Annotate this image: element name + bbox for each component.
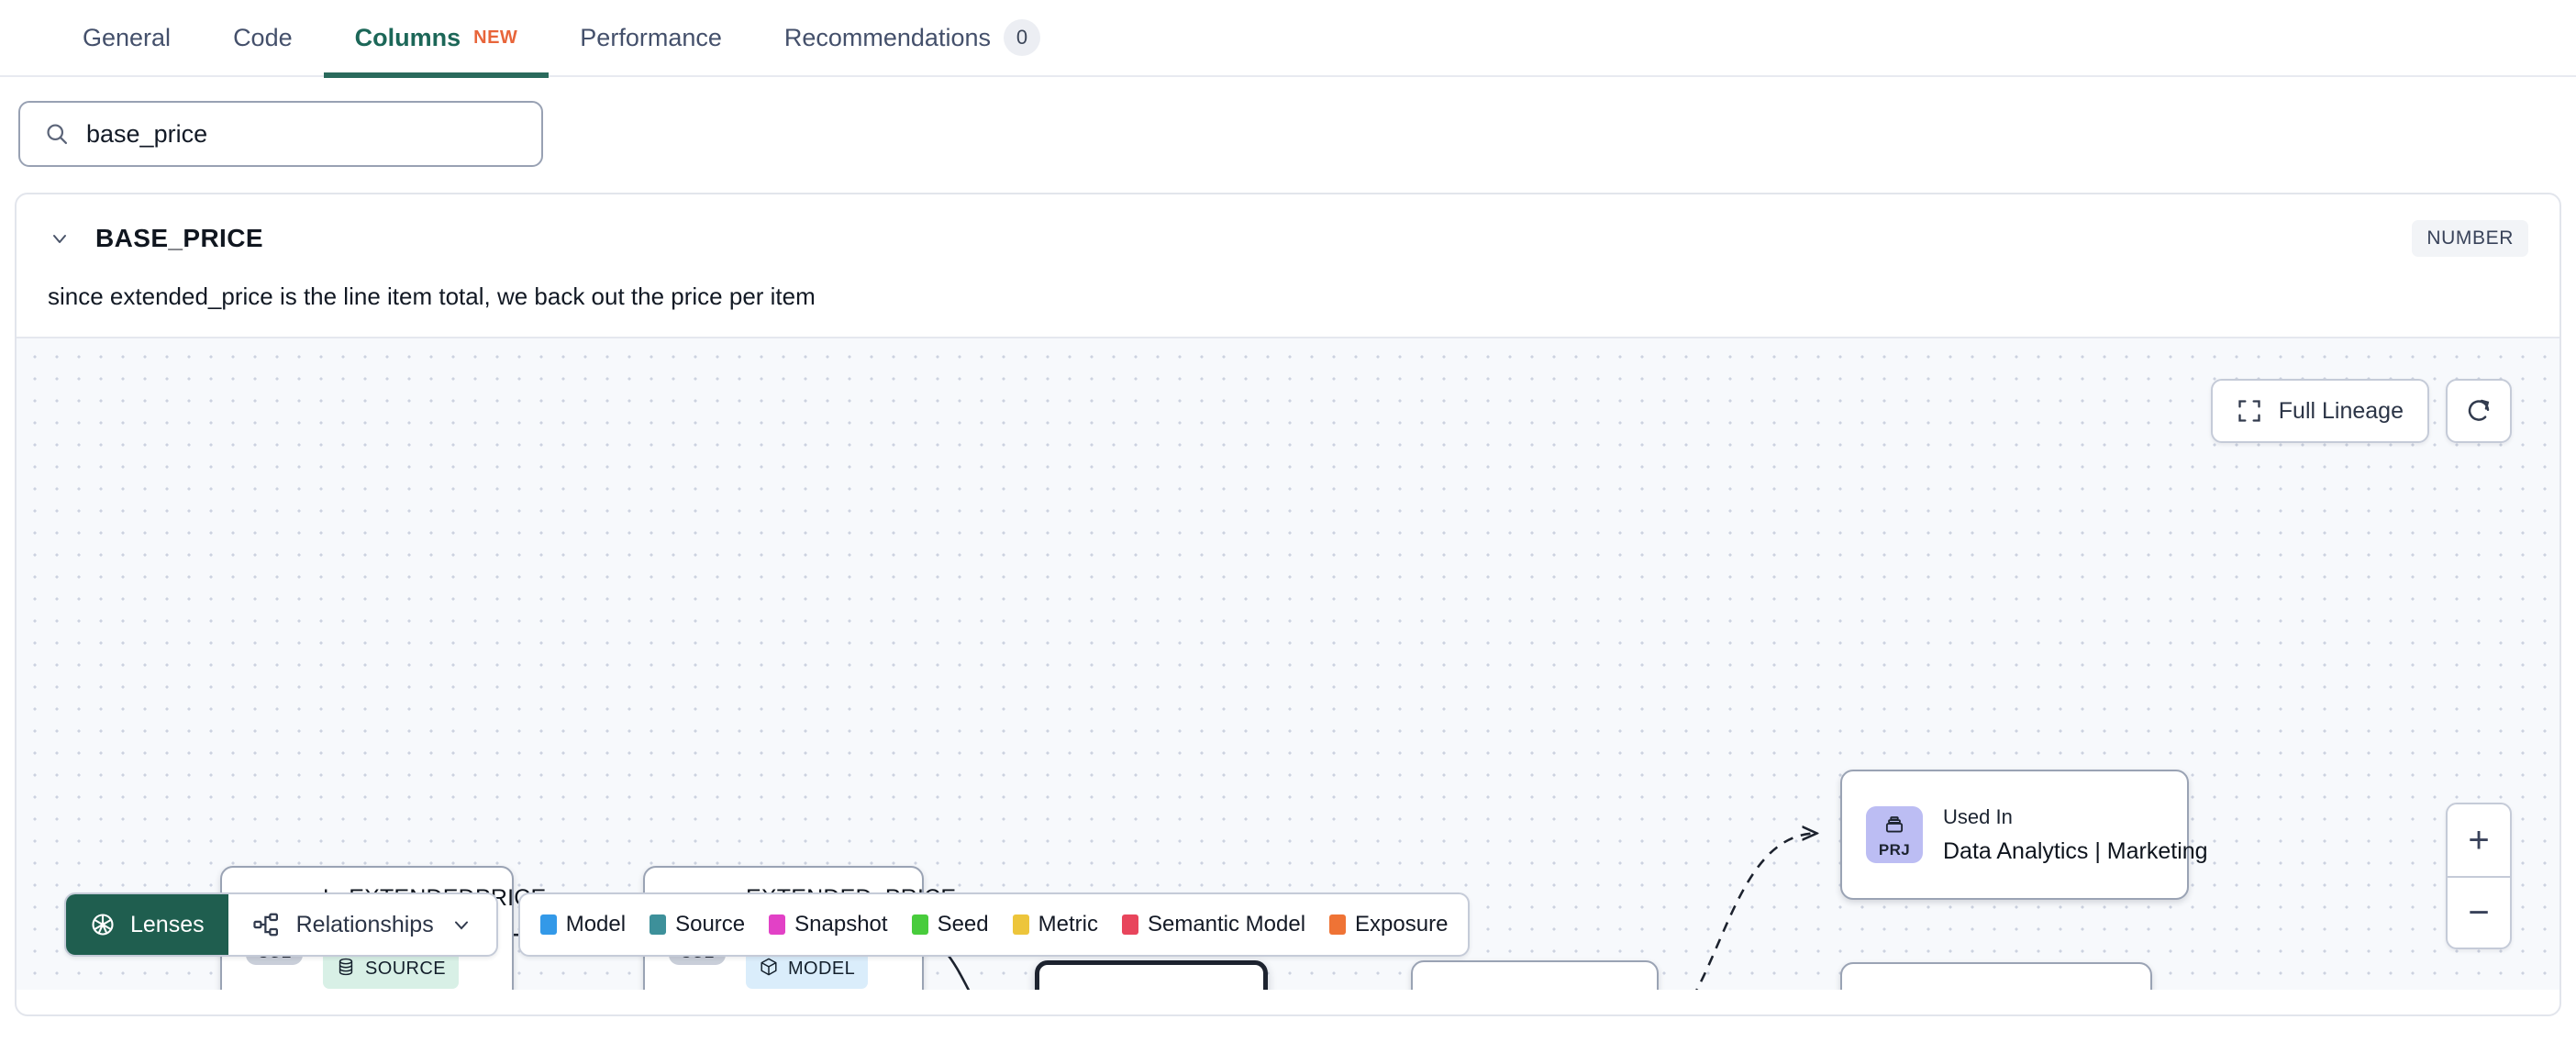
refresh-button[interactable]: [2446, 379, 2512, 443]
chevron-down-icon: [450, 914, 472, 936]
lineage-edge: [1695, 833, 1816, 990]
canvas-top-controls: Full Lineage: [2210, 379, 2512, 443]
legend-item-model[interactable]: Model: [539, 912, 627, 937]
node-resource-label: SOURCE: [365, 959, 446, 979]
lineage-node-prj_marketing[interactable]: PRJ Used In Data Analytics | Marketing: [1840, 770, 2208, 900]
legend-item-metric[interactable]: Metric: [1012, 912, 1098, 937]
tab-label: Recommendations: [783, 23, 991, 51]
archive-icon: [1882, 813, 1907, 841]
prj-type-badge: PRJ: [1866, 806, 1923, 863]
legend-swatch: [911, 914, 928, 935]
zoom-controls: + −: [2446, 803, 2512, 949]
lineage-legend: Model Source Snapshot Seed Metric Semantic Mo…: [517, 892, 1471, 957]
lineage-canvas[interactable]: COLL_EXTENDEDPRICEtpch_now.lineitemSOURC…: [17, 337, 2559, 990]
legend-swatch: [769, 914, 786, 935]
legend-label: Model: [565, 912, 627, 937]
lenses-label: Lenses: [130, 911, 205, 937]
aperture-icon: [90, 912, 116, 937]
search-box[interactable]: [18, 101, 543, 167]
prj-badge-label: PRJ: [1878, 840, 1911, 859]
column-type-badge: NUMBER: [2412, 220, 2528, 257]
tab-bar: General Code Columns NEW Performance Rec…: [0, 0, 2576, 78]
node-title: Data Analytics | Marketing: [1943, 837, 2208, 864]
tab-performance[interactable]: Performance: [549, 0, 753, 76]
zoom-out-button[interactable]: −: [2448, 876, 2510, 948]
relationships-icon: [252, 911, 280, 938]
cube-icon: [759, 957, 779, 982]
tab-label: General: [83, 23, 172, 51]
legend-swatch: [1121, 914, 1138, 935]
tab-general[interactable]: General: [51, 0, 202, 76]
legend-item-source[interactable]: Source: [650, 912, 745, 937]
column-card: BASE_PRICE NUMBER since extended_price i…: [15, 193, 2561, 1016]
tab-label: Code: [233, 23, 293, 51]
relationships-button[interactable]: Relationships: [228, 894, 496, 955]
tab-recommendations[interactable]: Recommendations 0: [753, 0, 1071, 76]
tab-new-tag: NEW: [473, 27, 518, 48]
lenses-button[interactable]: Lenses: [66, 894, 228, 955]
expand-icon: [2237, 398, 2262, 424]
relationships-label: Relationships: [295, 911, 434, 937]
column-header: BASE_PRICE NUMBER: [17, 194, 2559, 283]
lineage-node-base_price_fct[interactable]: COLBASE_PRICEfct_order_itemsMODEL: [1411, 960, 1659, 990]
legend-item-semantic-model[interactable]: Semantic Model: [1121, 912, 1306, 937]
page-title: BASE_PRICE: [95, 224, 263, 252]
legend-label: Source: [675, 912, 746, 937]
tab-label: Columns: [354, 23, 461, 51]
tab-label: Performance: [580, 23, 722, 51]
lenses-relationships-group: Lenses Relationships: [64, 892, 498, 957]
search-icon: [44, 121, 70, 147]
tab-code[interactable]: Code: [202, 0, 324, 76]
search-area: [0, 77, 2576, 167]
legend-item-snapshot[interactable]: Snapshot: [769, 912, 888, 937]
legend-swatch: [650, 914, 667, 935]
full-lineage-label: Full Lineage: [2278, 397, 2404, 424]
chevron-down-icon[interactable]: [48, 227, 72, 250]
legend-item-exposure[interactable]: Exposure: [1329, 912, 1448, 937]
search-input[interactable]: [86, 119, 517, 149]
refresh-icon: [2465, 397, 2493, 425]
legend-item-seed[interactable]: Seed: [911, 912, 989, 937]
legend-swatch: [539, 914, 557, 935]
legend-swatch: [1329, 914, 1347, 935]
legend-label: Exposure: [1355, 912, 1449, 937]
canvas-bottom-controls: Lenses Relationships: [64, 892, 1471, 957]
node-resource-label: MODEL: [788, 959, 856, 979]
legend-label: Semantic Model: [1147, 912, 1306, 937]
database-icon: [336, 957, 356, 982]
legend-label: Seed: [937, 912, 989, 937]
zoom-in-button[interactable]: +: [2468, 819, 2490, 860]
tab-columns[interactable]: Columns NEW: [323, 0, 550, 78]
legend-label: Snapshot: [794, 912, 888, 937]
column-description: since extended_price is the line item to…: [48, 283, 816, 310]
lineage-node-base_price_order_items[interactable]: COLBASE_PRICEorder_itemsMODEL: [1035, 960, 1268, 990]
legend-label: Metric: [1038, 912, 1098, 937]
recommendations-count-badge: 0: [1004, 19, 1040, 56]
node-kicker: Used In: [1943, 804, 2013, 828]
full-lineage-button[interactable]: Full Lineage: [2210, 379, 2429, 443]
legend-swatch: [1012, 914, 1029, 935]
